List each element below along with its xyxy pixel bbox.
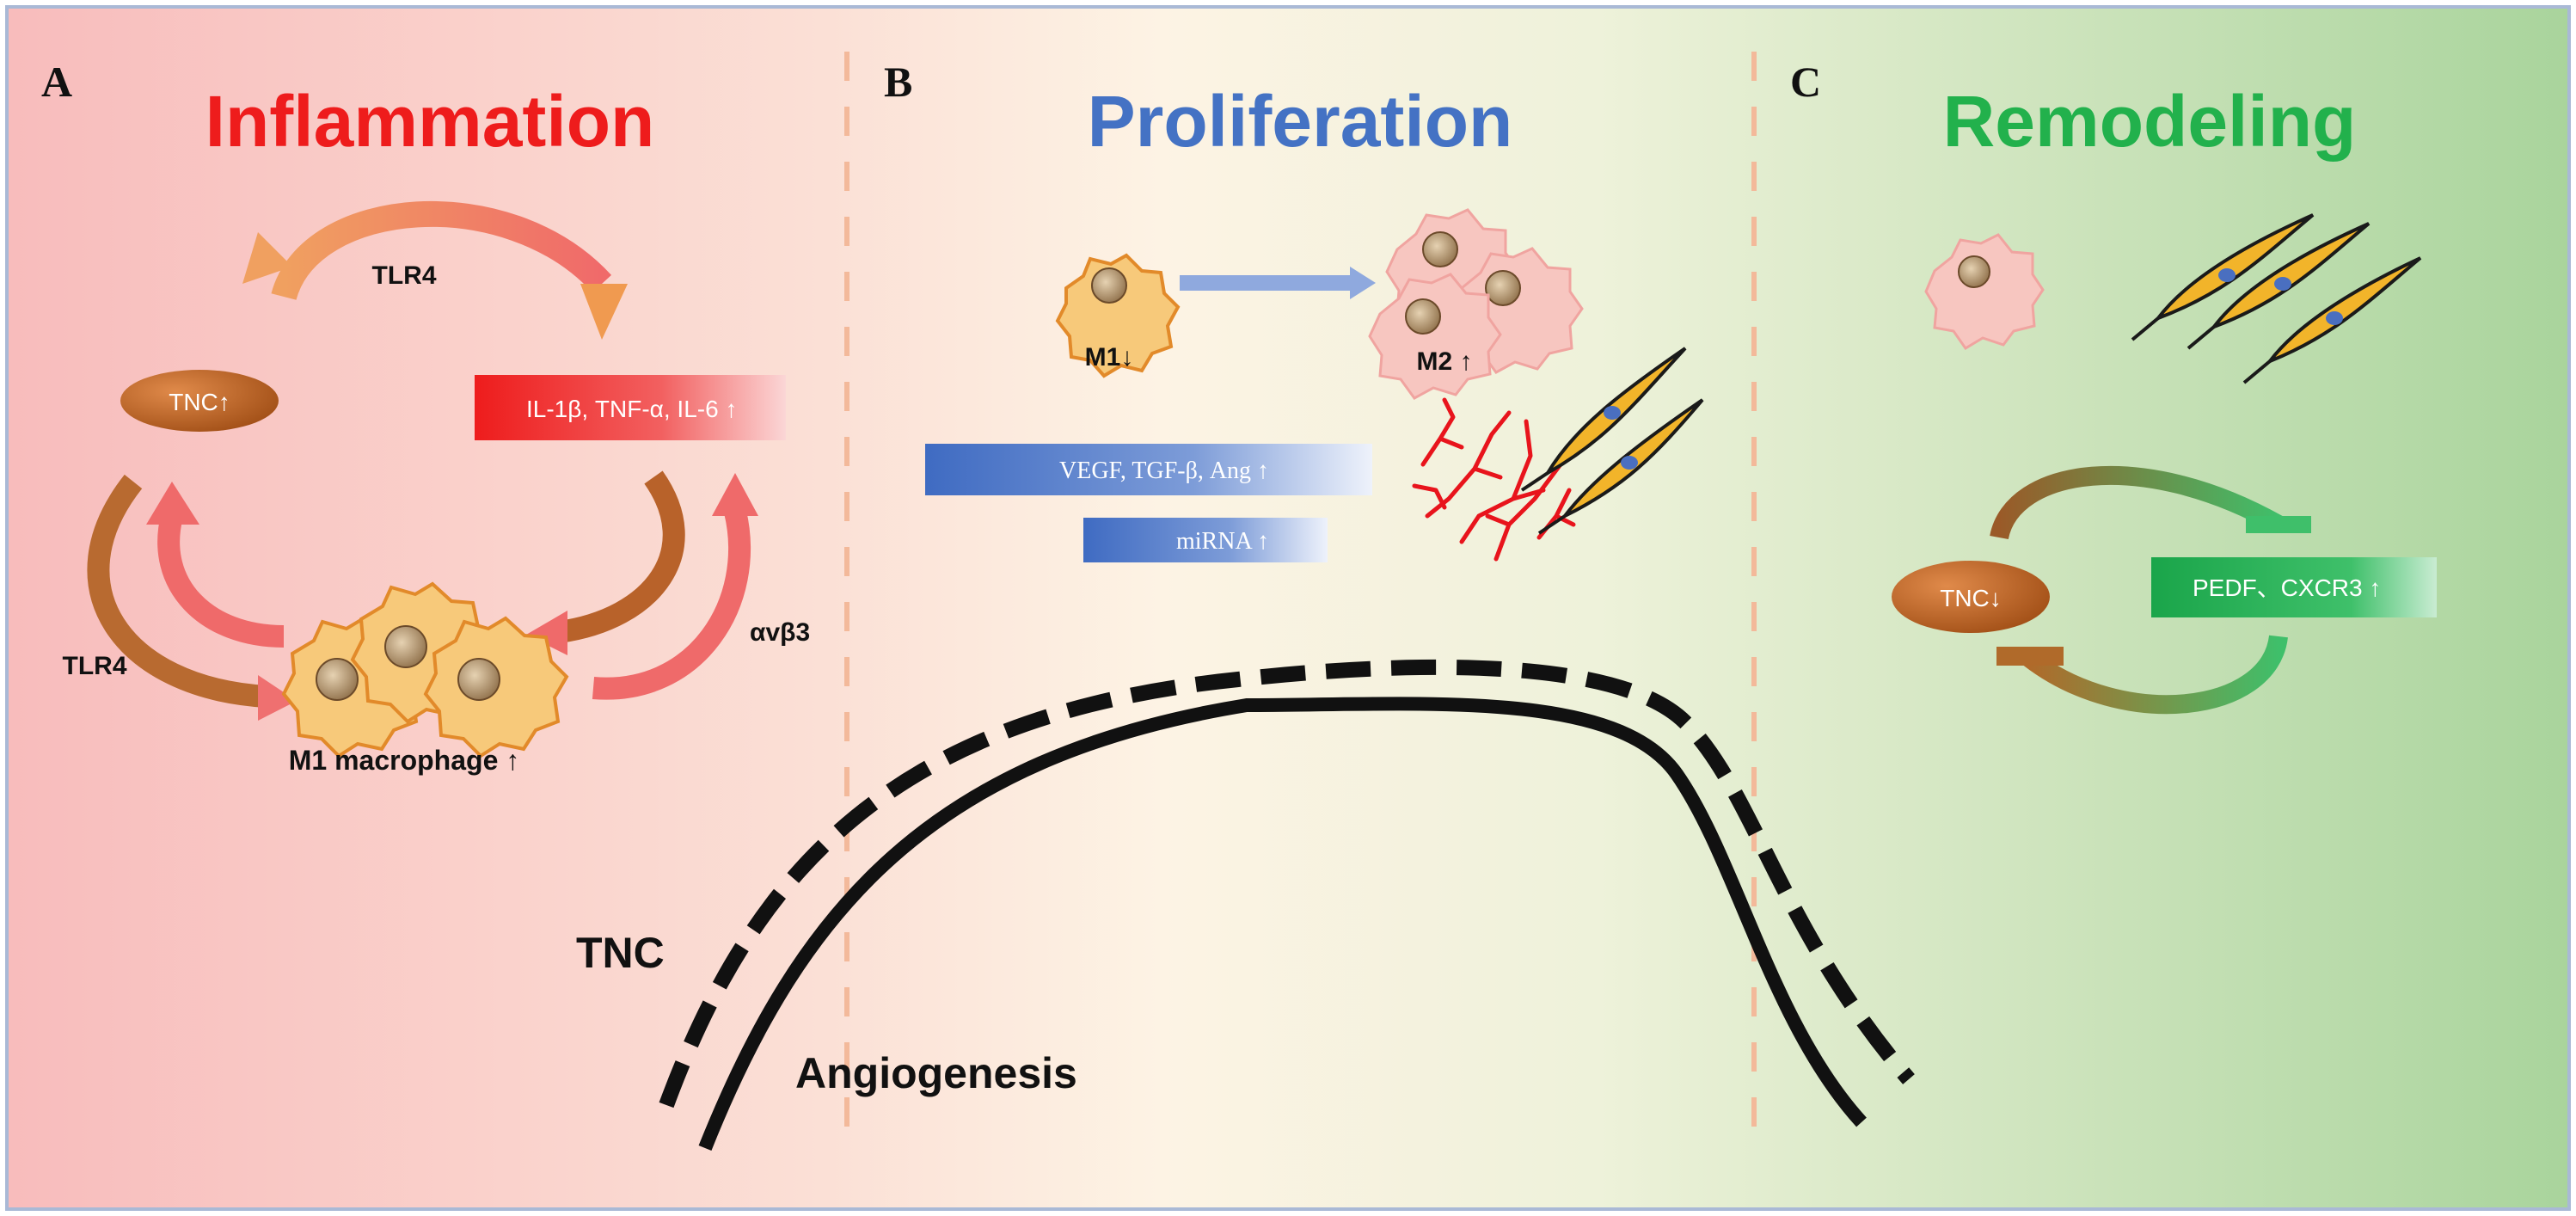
m1-nucleus bbox=[1091, 267, 1127, 304]
fibroblast-cluster-c bbox=[2131, 213, 2422, 384]
arc-right-inner bbox=[557, 470, 685, 643]
m2-label: M2 ↑ bbox=[1416, 347, 1472, 376]
m1-macrophage-cluster bbox=[281, 581, 569, 758]
fibroblast-icon bbox=[1520, 347, 1704, 535]
panel-letter-a: A bbox=[41, 58, 72, 106]
cytokine-bar bbox=[475, 375, 786, 440]
arrowhead-right-outer bbox=[712, 473, 758, 516]
arc-left-outer bbox=[87, 474, 267, 708]
panel-letter-b: B bbox=[884, 58, 912, 106]
label-tlr4-top: TLR4 bbox=[372, 261, 437, 290]
arrowhead-left-inner bbox=[146, 482, 199, 525]
m2-nucleus-c bbox=[1958, 255, 1990, 288]
arc-arrow-top bbox=[271, 200, 612, 301]
label-tlr4-left: TLR4 bbox=[63, 652, 127, 680]
m2-nucleus bbox=[1422, 231, 1458, 267]
arrowhead-top-right bbox=[580, 284, 628, 340]
tnc-down-label: TNC↓ bbox=[1940, 585, 2002, 611]
arc-right-outer bbox=[592, 508, 751, 700]
label-integrin: αvβ3 bbox=[750, 618, 810, 647]
title-proliferation: Proliferation bbox=[1088, 81, 1513, 162]
title-remodeling: Remodeling bbox=[1943, 81, 2357, 162]
m2-nucleus bbox=[1405, 298, 1441, 335]
panel-letter-c: C bbox=[1790, 58, 1821, 106]
m1-cell bbox=[1055, 253, 1181, 378]
inhibit-arc-top bbox=[1990, 465, 2284, 540]
title-inflammation: Inflammation bbox=[205, 81, 655, 162]
angiogenesis-curve bbox=[698, 697, 1867, 1151]
curve-label-angiogenesis: Angiogenesis bbox=[795, 1049, 1077, 1097]
tnc-down-oval bbox=[1892, 561, 2050, 633]
macrophage-label: M1 macrophage ↑ bbox=[289, 745, 520, 776]
inhibit-arc-bottom bbox=[2023, 635, 2288, 715]
tnc-up-label: TNC↑ bbox=[169, 389, 230, 415]
fibroblast-cell bbox=[2265, 256, 2422, 365]
fibroblast-cell bbox=[2153, 213, 2315, 322]
inhibit-bar-bottom bbox=[1996, 647, 2064, 666]
fibroblast-cell bbox=[2209, 222, 2371, 331]
m1-label: M1↓ bbox=[1085, 343, 1134, 372]
inhibit-bar-top bbox=[2246, 516, 2311, 533]
arc-left-inner bbox=[157, 513, 285, 648]
m2-cell bbox=[1368, 273, 1502, 400]
mirna-bar bbox=[1083, 518, 1328, 562]
tnc-dashed-curve bbox=[659, 659, 1915, 1109]
macrophage-nucleus bbox=[316, 658, 359, 701]
m2-nucleus bbox=[1485, 270, 1521, 306]
vessel-sprouts-icon bbox=[1412, 397, 1576, 562]
curve-label-tnc: TNC bbox=[576, 929, 665, 977]
mirna-label: miRNA ↑ bbox=[1176, 528, 1269, 555]
arrowhead-right-inner bbox=[526, 611, 567, 655]
m1-m2-arrow-shaft bbox=[1180, 275, 1352, 291]
growth-factor-bar bbox=[925, 444, 1372, 495]
m2-cell-c bbox=[1924, 233, 2045, 351]
arrowhead-top-left bbox=[242, 232, 292, 284]
m1-m2-arrowhead bbox=[1350, 267, 1376, 299]
m2-cell-cluster bbox=[1368, 208, 1584, 400]
macrophage-nucleus bbox=[384, 625, 427, 668]
cytokine-label: IL-1β, TNF-α, IL-6 ↑ bbox=[526, 396, 737, 422]
arrowhead-left-outer bbox=[258, 675, 297, 721]
pedf-bar bbox=[2151, 557, 2437, 617]
tnc-up-oval bbox=[120, 370, 279, 432]
pedf-label: PEDF、CXCR3 ↑ bbox=[2193, 574, 2381, 601]
growth-factor-label: VEGF, TGF-β, Ang ↑ bbox=[1059, 458, 1269, 484]
macrophage-nucleus bbox=[457, 658, 500, 701]
